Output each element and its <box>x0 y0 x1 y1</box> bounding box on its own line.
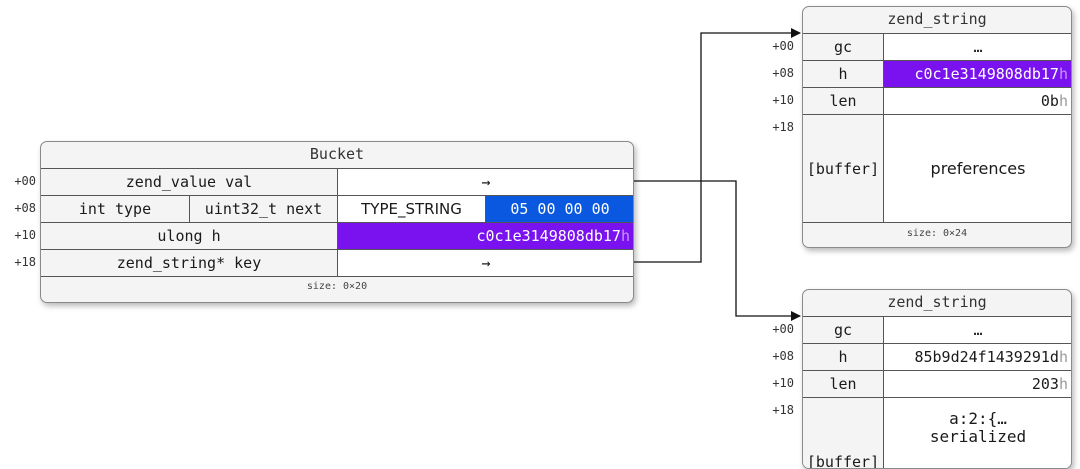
zstr1-h-suffix: h <box>1058 65 1068 83</box>
bucket-h-hex: c0c1e3149808db17 <box>476 227 621 245</box>
zstr1-h-label: h <box>803 60 884 88</box>
bucket-key-label: zend_string* key <box>41 249 338 277</box>
zstr1-buffer-value: preferences <box>883 114 1071 223</box>
bucket-next-label: uint32_t next <box>189 195 338 223</box>
zstr1-offset-00: +00 <box>772 39 794 53</box>
bucket-offset-18: +18 <box>14 255 36 269</box>
zstr1-title: zend_string <box>887 10 987 28</box>
bucket-offset-08: +08 <box>14 201 36 215</box>
zstr2-h-label: h <box>803 343 884 371</box>
zstr2-h-suffix: h <box>1058 348 1068 366</box>
zstr2-len-suffix: h <box>1058 375 1068 393</box>
bucket-h-label: ulong h <box>41 222 338 250</box>
bucket-next-value: 05 00 00 00 <box>485 195 633 223</box>
bucket-struct: Bucket zend_value val → int type uint32_… <box>40 141 634 303</box>
key-pointer-arrow <box>634 28 801 263</box>
zstr2-title: zend_string <box>887 293 987 311</box>
zstr1-size: size: 0×24 <box>906 228 968 239</box>
zstr2-offset-00: +00 <box>772 322 794 336</box>
zstr2-offset-18: +18 <box>772 403 794 417</box>
zstr1-h-hex: c0c1e3149808db17 <box>914 65 1059 83</box>
zstr1-offset-08: +08 <box>772 66 794 80</box>
bucket-title: Bucket <box>309 145 365 163</box>
bucket-offset-10: +10 <box>14 228 36 242</box>
pointer-arrows <box>634 28 801 321</box>
val-pointer-arrow <box>634 180 801 321</box>
bucket-type-label: int type <box>41 195 190 223</box>
zstr1-len-label: len <box>803 87 884 115</box>
zstr2-h-hex: 85b9d24f1439291d <box>914 348 1059 366</box>
zstr1-offset-18: +18 <box>772 120 794 134</box>
bucket-offset-00: +00 <box>14 174 36 188</box>
bucket-h-suffix: h <box>620 227 630 245</box>
zstr1-len-num: 0b <box>1040 92 1059 110</box>
zstr2-offset-10: +10 <box>772 376 794 390</box>
zstr2-offset-08: +08 <box>772 349 794 363</box>
zstr1-buffer-label: [buffer] <box>803 114 884 223</box>
zstr2-len-label: len <box>803 370 884 398</box>
zstr2-len-num: 203 <box>1031 375 1059 393</box>
bucket-size: size: 0×20 <box>306 281 368 292</box>
zstr1-len-suffix: h <box>1058 92 1068 110</box>
zstr2-buffer-line2: serialized <box>929 427 1027 447</box>
zstr2-buffer-line1: a:2:{… <box>949 409 1007 428</box>
bucket-key-value: → <box>337 249 633 277</box>
zstr1-offset-10: +10 <box>772 93 794 107</box>
